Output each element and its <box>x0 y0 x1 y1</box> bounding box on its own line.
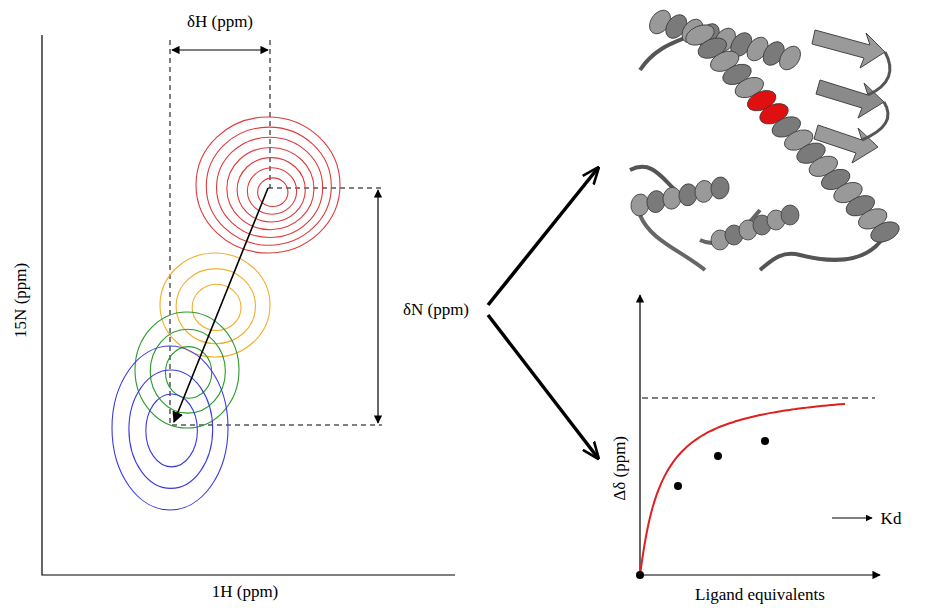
axis-title: Δδ (ppm) <box>611 436 630 501</box>
contour-line <box>165 347 211 399</box>
contour-line <box>247 168 296 215</box>
helix-turn <box>775 42 805 74</box>
contour-line <box>206 127 331 245</box>
branch-arrows <box>488 168 598 458</box>
data-point <box>636 571 644 579</box>
dimension-arrow <box>172 49 268 50</box>
contour-line <box>192 284 241 330</box>
constant-label: Kd <box>881 510 902 529</box>
contour-line <box>176 269 255 344</box>
data-point <box>714 452 722 460</box>
axis-title: 1H (ppm) <box>212 583 279 602</box>
contour-line <box>196 117 340 253</box>
contour-line <box>237 158 305 222</box>
helix-turn <box>710 176 731 200</box>
dimension-arrow <box>377 190 378 423</box>
binding-chart <box>636 295 880 579</box>
helix-turn <box>781 205 799 225</box>
contour-line <box>135 312 239 428</box>
contour-line <box>129 370 213 488</box>
helix-turn <box>868 218 903 246</box>
axis-delta-label: δH (ppm) <box>187 13 253 32</box>
contour-line <box>112 346 228 510</box>
axis-title: Ligand equivalents <box>695 586 825 605</box>
data-point <box>674 482 682 490</box>
contour-line <box>217 137 323 237</box>
protein-cartoon <box>630 6 903 270</box>
axis-title: 15N (ppm) <box>13 262 32 337</box>
contour-line <box>146 394 198 467</box>
axis-delta-label: δN (ppm) <box>403 301 469 320</box>
spectrum-axes <box>42 35 455 575</box>
shift-arrow <box>174 188 268 422</box>
peak-contours <box>112 117 340 510</box>
contour-line <box>227 147 314 229</box>
guide-lines <box>170 40 382 425</box>
data-point <box>761 437 769 445</box>
contour-line <box>160 253 270 357</box>
